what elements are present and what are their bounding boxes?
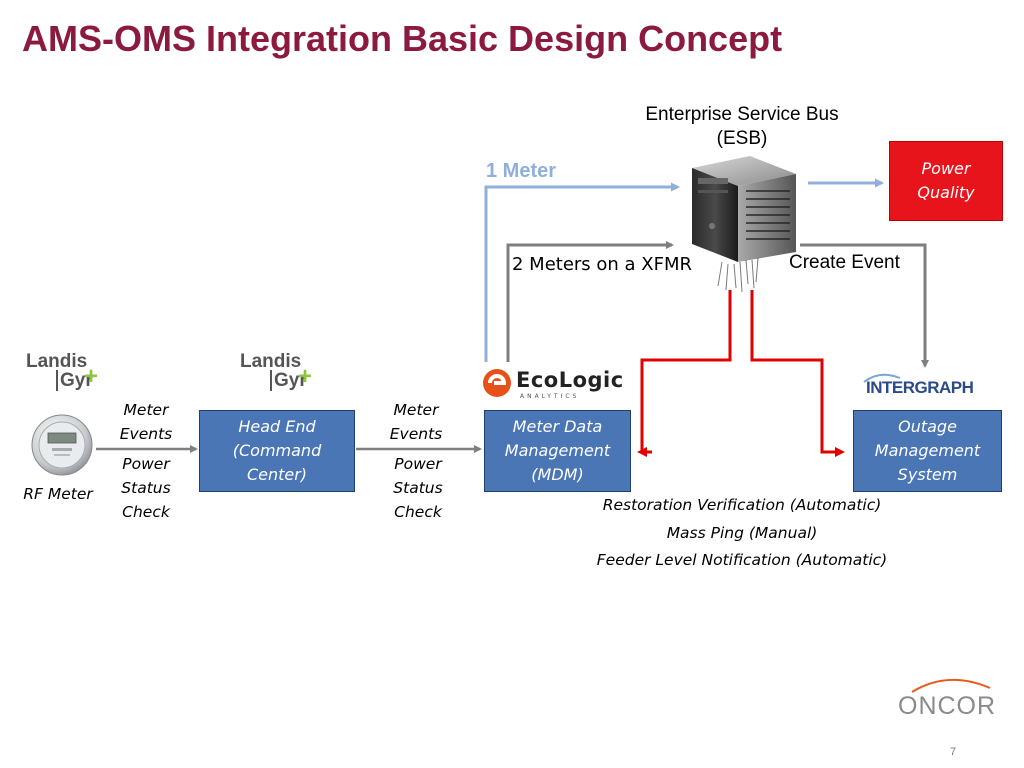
esb-label: Enterprise Service Bus (ESB)	[645, 104, 839, 149]
landis-gyr-logo: Landis Gyr +	[240, 351, 313, 391]
oncor-logo: ONCOR	[898, 679, 996, 721]
note-mass-ping: Mass Ping (Manual)	[666, 523, 818, 542]
one-meter-label: 1 Meter	[486, 160, 557, 182]
landis-gyr-logo: Landis Gyr +	[26, 351, 99, 391]
page-number: 7	[950, 746, 957, 758]
power-status-check-label: Power Status Check	[393, 455, 443, 521]
two-meters-label: 2 Meters on a XFMR	[512, 254, 693, 275]
arrow-red-to-oms	[750, 290, 845, 457]
note-feeder-level: Feeder Level Notification (Automatic)	[596, 551, 888, 569]
meter-events-label: Meter Events	[119, 401, 173, 443]
ecologic-mark-icon	[483, 369, 511, 397]
ecologic-logo: EcoLogic ANALYTICS	[482, 366, 632, 402]
arrow-create-event	[800, 243, 929, 368]
oncor-arc-icon	[911, 679, 991, 693]
oms-box: Outage Management System	[853, 410, 1002, 492]
server-icon	[692, 156, 796, 293]
note-restoration: Restoration Verification (Automatic)	[602, 496, 882, 514]
meter-events-label: Meter Events	[389, 401, 443, 443]
arrow-two-meters	[506, 241, 674, 362]
arrow-one-meter	[484, 182, 680, 362]
mdm-box: Meter Data Management (MDM)	[484, 410, 631, 492]
create-event-label: Create Event	[789, 252, 900, 273]
power-status-check-label: Power Status Check	[121, 455, 171, 521]
rf-meter-icon	[31, 414, 93, 476]
page-title: AMS-OMS Integration Basic Design Concept	[22, 18, 783, 59]
feature-notes: Restoration Verification (Automatic) Mas…	[562, 492, 922, 575]
intergraph-swoosh-icon	[863, 373, 901, 383]
power-quality-box: Power Quality	[889, 141, 1003, 221]
rf-meter-label: RF Meter	[23, 485, 93, 503]
intergraph-logo: INTERGRAPH	[863, 373, 974, 398]
arrow-red-to-mdm	[640, 290, 732, 454]
head-end-box: Head End (Command Center)	[199, 410, 355, 492]
